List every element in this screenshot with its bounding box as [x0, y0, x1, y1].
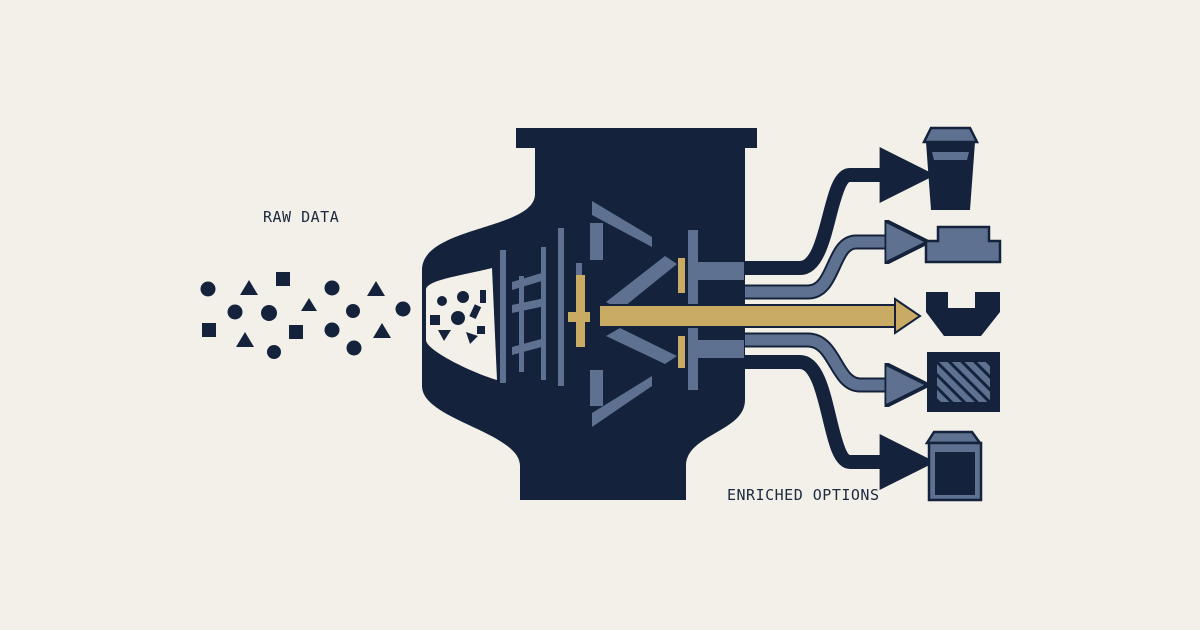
circle-icon — [324, 322, 340, 338]
circle-icon — [267, 345, 281, 359]
circle-icon — [227, 304, 243, 320]
hatched-box-icon — [927, 352, 1000, 412]
circle-icon — [200, 281, 216, 297]
square-icon — [289, 325, 303, 339]
triangle-icon — [373, 323, 391, 338]
output-arrow-1 — [745, 147, 936, 275]
output-items — [921, 126, 1002, 502]
square-icon — [276, 272, 290, 286]
square-icon — [202, 323, 216, 337]
output-arrow-2-fill — [745, 242, 902, 298]
internal-mechanism — [500, 201, 744, 427]
output-arrow-4-fill — [745, 334, 902, 385]
output-arrows — [745, 147, 936, 490]
triangle-icon — [301, 298, 317, 311]
triangle-icon — [367, 281, 385, 296]
circle-icon — [395, 301, 411, 317]
circle-icon — [261, 305, 277, 321]
container-icon — [924, 430, 983, 502]
base-icon — [924, 225, 1002, 264]
output-arrow-5 — [745, 355, 936, 490]
central-rod — [568, 258, 922, 368]
triangle-icon — [240, 280, 258, 295]
circle-icon — [346, 340, 362, 356]
rod-arrowhead — [894, 297, 922, 335]
raw-data-label: RAW DATA — [263, 208, 340, 226]
enriched-options-label: ENRICHED OPTIONS — [727, 486, 880, 504]
triangle-icon — [236, 332, 254, 347]
circle-icon — [346, 304, 360, 318]
cup-icon — [921, 126, 980, 210]
circle-icon — [324, 280, 340, 296]
raw-data-particles — [200, 272, 411, 359]
bowl-icon — [926, 292, 1000, 336]
funnel-particles — [430, 290, 486, 344]
